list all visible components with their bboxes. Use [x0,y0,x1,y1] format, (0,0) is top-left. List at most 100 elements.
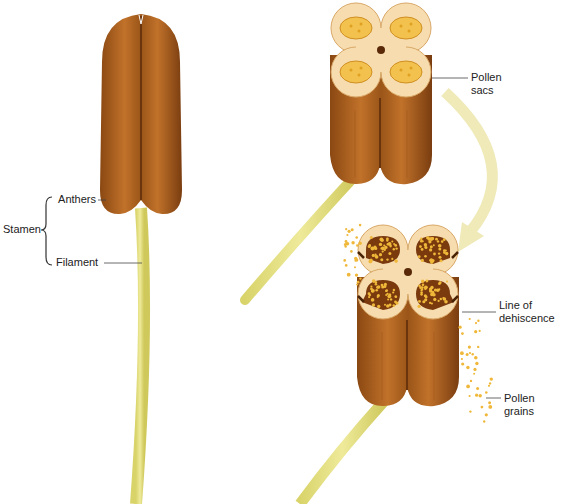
pollen-grain [468,346,471,349]
pollen-grain [433,244,435,246]
pollen-grain [370,236,373,239]
pollen-grain [372,279,376,283]
pollen-grain [386,304,390,308]
pollen-grain [474,330,477,333]
pollen-grain [466,385,470,389]
pollen-grain [375,289,378,292]
pollen-grain [395,247,397,249]
pollen-grain [393,289,395,291]
pollen-grain [370,260,372,262]
pollen-grain [443,251,446,254]
pollen-grain [372,254,375,257]
pollen-grain [393,304,396,307]
pollen-grain [347,273,351,277]
pollen-grain [395,301,398,304]
pollen-grain [375,283,378,286]
pollen-grain [418,305,421,308]
pollen-grain [429,302,431,304]
pollen-grain [373,246,376,249]
pollen-grain [438,244,442,248]
pollen-grain [390,298,392,300]
pollen-grain [439,281,442,284]
pollen-grain [446,280,448,282]
pollen-grain [354,266,356,268]
pollen-grain [469,410,471,412]
pollen-grain [382,251,384,253]
part-label: Line of dehiscence [499,299,557,325]
pollen-grain [445,249,447,251]
pollen-grain [427,237,429,239]
pollen-grain [430,286,433,289]
pollen-grain [354,260,356,262]
pollen-grain [439,256,442,259]
pollen-grain [461,362,464,365]
pollen-grain [386,293,388,295]
pollen-grain [474,356,478,360]
pollen-grain [483,420,485,422]
pollen-grain [477,320,479,322]
pollen-grain [461,358,463,360]
pollen-grain [443,238,446,241]
pollen-grain [477,346,479,348]
pollen-grain [425,246,428,249]
pollen-grain [375,255,379,259]
pollen-grain [440,298,442,300]
pollen-grain [460,351,464,355]
pollen-grain [354,257,357,260]
pollen-grain [376,286,379,289]
pollen-grain [391,240,393,242]
pollen-grain [385,290,387,292]
pollen-grain [475,394,478,397]
leader-line [486,398,501,399]
pollen-grain [393,243,395,245]
pollen-grain [381,247,385,251]
pollen-grain [380,247,382,249]
pollen-grain [424,294,427,297]
pollen-grain [418,300,421,303]
pollen-grain [395,295,397,297]
pollen-grain [386,239,388,241]
pollen-grain [469,352,471,354]
pollen-grain [473,373,475,375]
pollen-grain [429,259,432,262]
pollen-grain [383,285,386,288]
pollen-grain [343,259,346,262]
pollen-grain [420,238,422,240]
pollen-grain [429,289,432,292]
pollen-grain [421,293,423,295]
pollen-grain [418,255,421,258]
pollen-grain [461,332,464,335]
pollen-grain [438,288,440,290]
pollen-grain [420,240,423,243]
pollen-grain [435,238,438,241]
pollen-grain [488,401,491,404]
pollen-grain [421,259,424,262]
transition-arrow [445,92,492,232]
pollen-grain [359,224,362,227]
pollen-grain [351,241,354,244]
pollen-grain [395,296,398,299]
pollen-grain [421,248,424,251]
pollen-grain [371,298,375,302]
pollen-grain [420,293,422,295]
pollen-grains [343,224,493,423]
filament [300,400,385,504]
pollen-grain [446,253,448,255]
filament [136,208,144,504]
pollen-grain [424,243,427,246]
pollen-grain [428,240,431,243]
pollen-grain [490,377,493,380]
pollen-grain [424,246,426,248]
filament [245,176,355,300]
anther-section [330,3,432,184]
pollen-grain [434,288,437,291]
pollen-grain [380,239,383,242]
pollen-grain [388,293,391,296]
part-label: Pollen sacs [471,71,521,97]
pollen-grain [370,285,372,287]
pollen-grain [489,382,491,384]
pollen-grain [348,230,351,233]
pollen-grain [438,282,441,285]
pollen-grain [345,240,348,243]
